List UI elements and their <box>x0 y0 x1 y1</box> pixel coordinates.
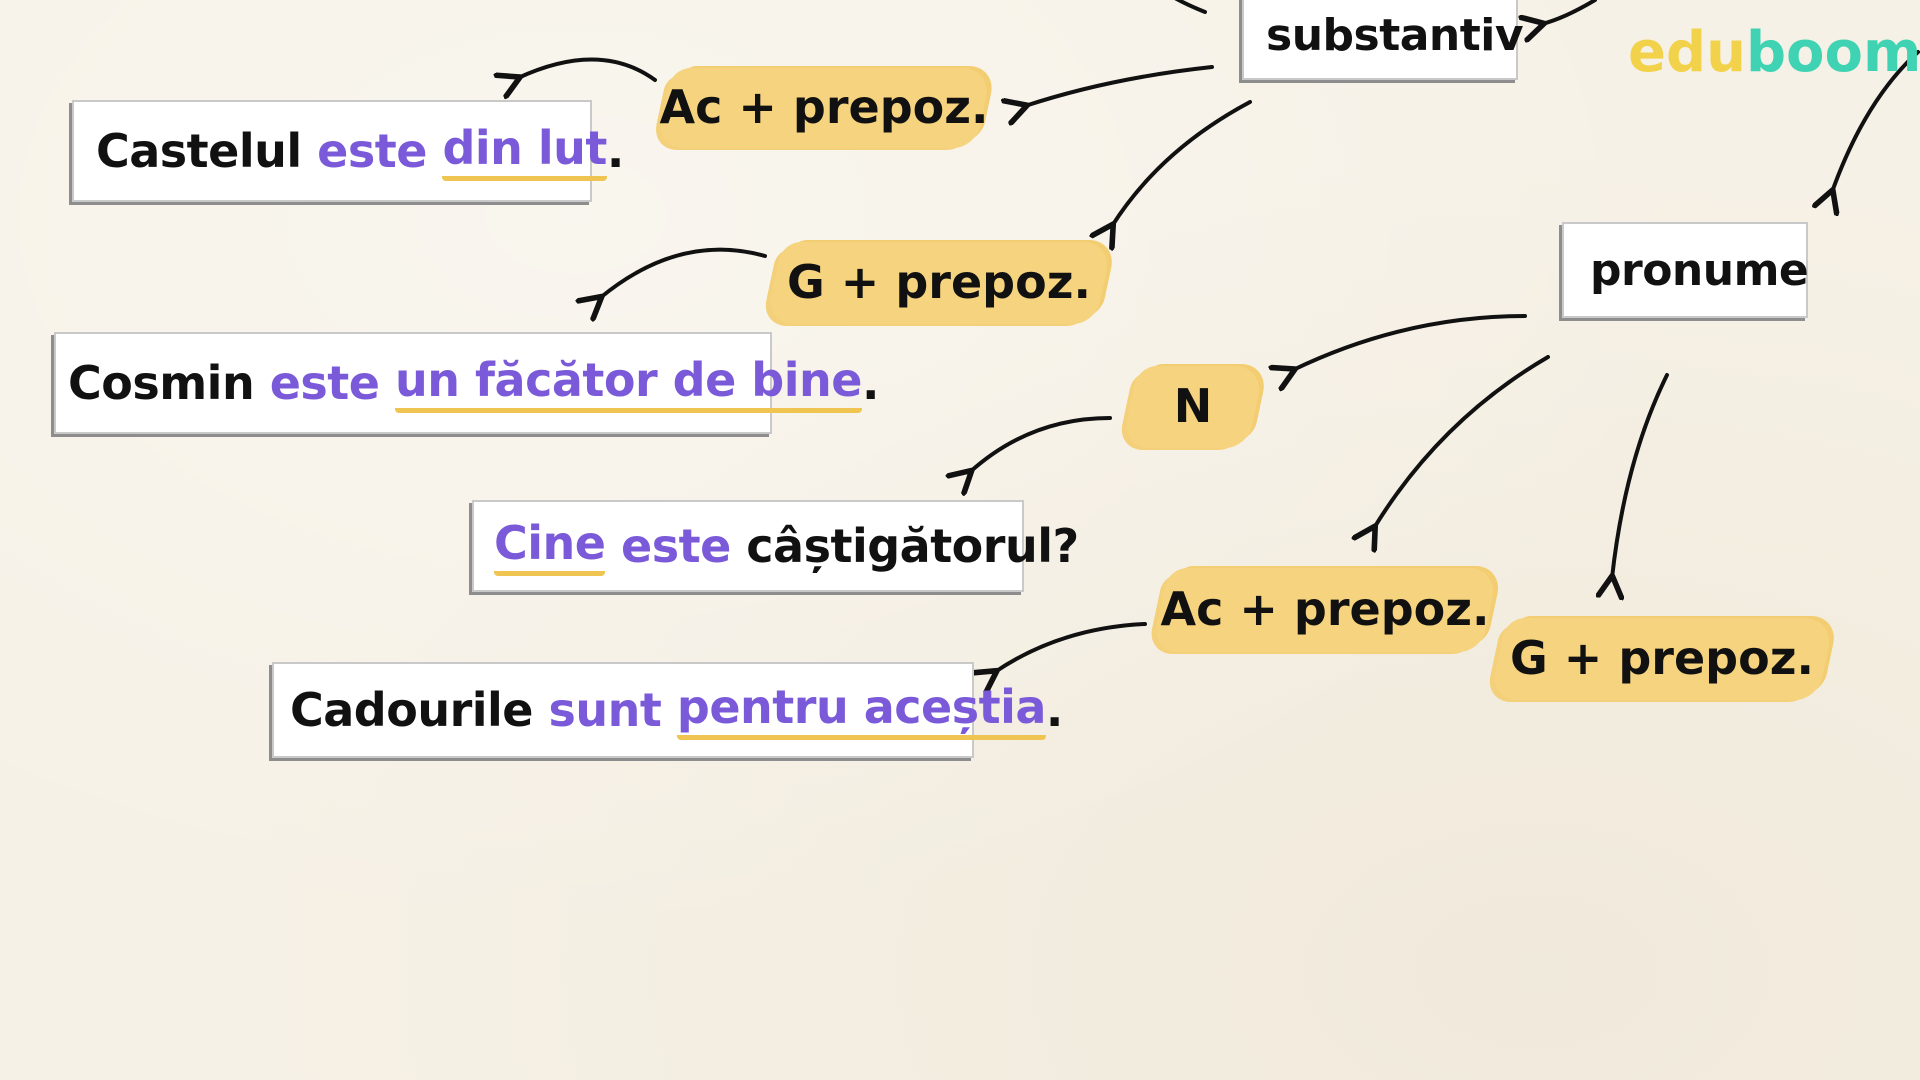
arrow-subst-ac <box>1025 65 1214 106</box>
ex2-period: . <box>861 356 879 410</box>
ex4-verb: sunt <box>548 683 662 737</box>
label-ac-prepoz-1: Ac + prepoz. <box>659 62 988 152</box>
label-g-prepoz-1: G + prepoz. <box>774 236 1104 328</box>
node-substantiv: substantiv <box>1242 0 1524 80</box>
ex3-subject: câștigătorul? <box>746 519 1079 573</box>
example-sentence-1: Castelul este din lut. <box>72 100 624 202</box>
arrow-subst-g <box>1112 100 1252 226</box>
arrow-pron-ac <box>1374 355 1550 528</box>
arrow-ac-example4 <box>995 622 1147 672</box>
label-ac-prepoz-2: Ac + prepoz. <box>1160 562 1490 656</box>
arrow-ac-example1 <box>518 57 657 80</box>
example-sentence-4: Cadourile sunt pentru aceștia. <box>272 662 1063 758</box>
ex3-verb: este <box>621 519 731 573</box>
arrow-top-right <box>1542 0 1597 24</box>
arrow-pron-g <box>1612 373 1669 578</box>
ex3-predicative: Cine <box>494 516 606 576</box>
ex4-predicative: pentru aceștia <box>676 680 1046 740</box>
example-sentence-2: Cosmin este un făcător de bine. <box>54 332 879 434</box>
arrow-g-example2 <box>600 247 767 298</box>
logo-part-edu: edu <box>1628 20 1746 85</box>
ex4-subject: Cadourile <box>290 683 534 737</box>
node-substantiv-label: substantiv <box>1266 9 1524 61</box>
label-g-prepoz-2-text: G + prepoz. <box>1510 631 1814 685</box>
ex2-subject: Cosmin <box>68 356 255 410</box>
ex1-verb: este <box>317 124 427 178</box>
label-g-prepoz-1-text: G + prepoz. <box>787 255 1091 309</box>
ex1-period: . <box>606 124 624 178</box>
ex1-subject: Castelul <box>96 124 302 178</box>
label-n: N <box>1130 360 1256 452</box>
label-ac-prepoz-2-text: Ac + prepoz. <box>1160 582 1490 636</box>
label-g-prepoz-2: G + prepoz. <box>1498 612 1826 704</box>
eduboom-logo: eduboom <box>1628 20 1920 85</box>
node-pronume: pronume <box>1562 222 1809 318</box>
node-pronume-label: pronume <box>1590 244 1809 296</box>
arrow-pron-n <box>1293 314 1527 370</box>
example-sentence-3: Cine este câștigătorul? <box>472 500 1079 592</box>
arrow-right-pronume <box>1832 50 1920 192</box>
ex4-period: . <box>1045 683 1063 737</box>
ex1-predicative: din lut <box>442 121 607 181</box>
label-ac-prepoz-1-text: Ac + prepoz. <box>659 80 989 134</box>
label-n-text: N <box>1173 379 1213 433</box>
arrow-n-example3 <box>970 416 1112 472</box>
ex2-predicative: un făcător de bine <box>395 353 862 413</box>
logo-part-boom: boom <box>1745 20 1920 85</box>
ex2-verb: este <box>269 356 380 410</box>
arrow-top-left <box>1174 0 1207 14</box>
